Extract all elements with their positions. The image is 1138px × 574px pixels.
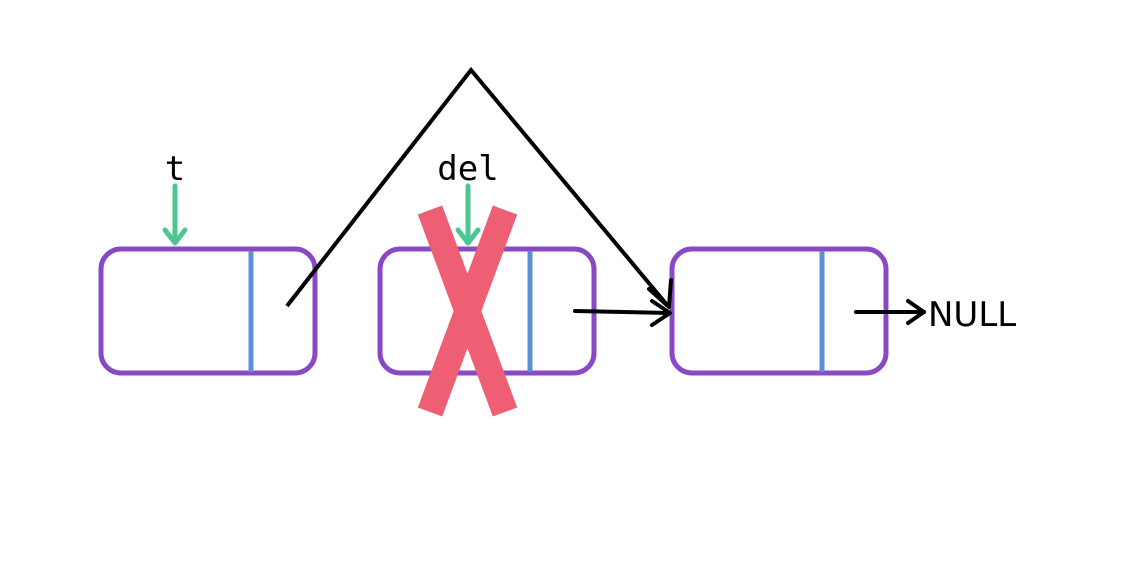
node-1 (98, 246, 318, 376)
bypass-link-arrow (285, 66, 673, 309)
node-1-box (98, 246, 318, 376)
pointer-label-t: t (165, 149, 185, 189)
delete-mark (417, 205, 518, 417)
pointer-arrow-t (162, 183, 188, 246)
pointer-label-del: del (437, 149, 498, 189)
link-arrow-node3-to-null (854, 299, 926, 325)
node-3-box (669, 246, 889, 376)
null-label: NULL (928, 295, 1016, 335)
link-arrow-node2-to-node3 (573, 299, 672, 327)
pointer-arrow-del (455, 183, 481, 246)
node-3 (669, 246, 889, 376)
